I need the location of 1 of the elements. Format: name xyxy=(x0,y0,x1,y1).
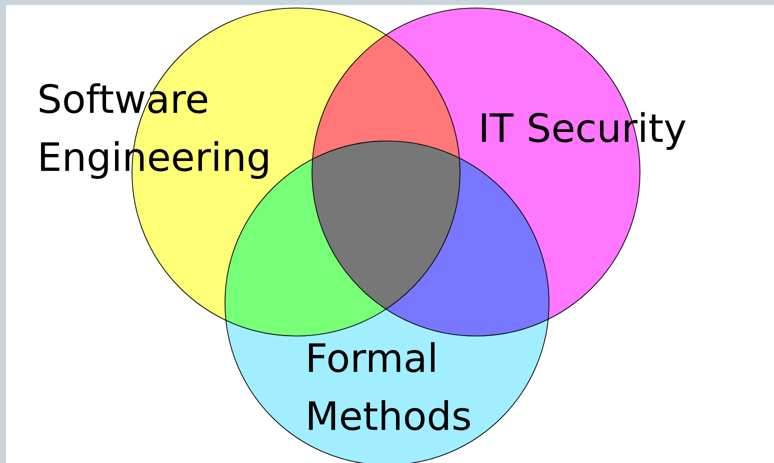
set-label: Formal Methods xyxy=(309,342,470,430)
